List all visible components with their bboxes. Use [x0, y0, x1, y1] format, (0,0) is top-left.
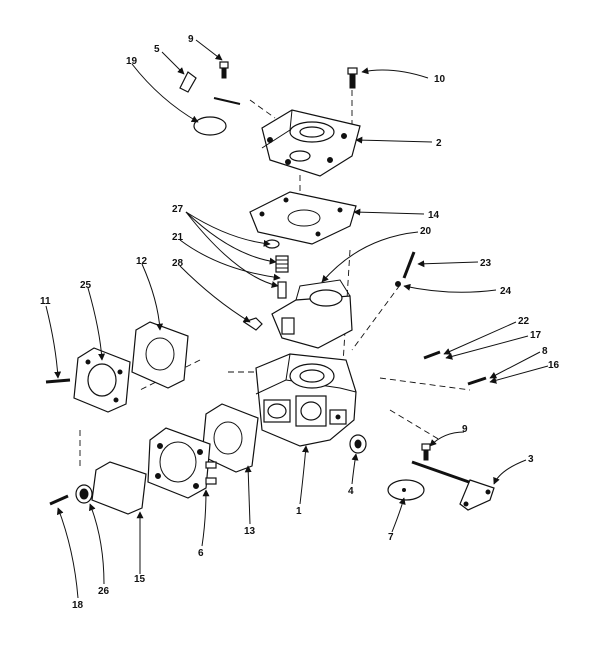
callout-24: 24 [500, 286, 512, 297]
callout-7: 7 [388, 532, 394, 543]
callout-20: 20 [420, 226, 432, 237]
callout-27: 27 [172, 204, 184, 215]
callout-13: 13 [244, 526, 256, 537]
callout-15: 15 [134, 574, 146, 585]
part-6-plate [147, 427, 217, 499]
part-18-screw [49, 494, 69, 506]
callout-18: 18 [72, 600, 84, 611]
part-24-screw [395, 281, 401, 287]
callout-3: 3 [528, 454, 534, 465]
callout-16: 16 [548, 360, 560, 371]
part-19-choke-plate [193, 97, 241, 136]
callout-2: 2 [436, 138, 442, 149]
part-23-pin [402, 251, 416, 279]
callout-21: 21 [172, 232, 184, 243]
part-20-chamber [271, 279, 353, 349]
callout-9-upper: 9 [188, 34, 194, 45]
callout-5: 5 [154, 44, 160, 55]
callout-8: 8 [542, 346, 548, 357]
part-21-spring [275, 255, 289, 273]
part-28-needle [242, 281, 287, 331]
part-8-16-screw [467, 376, 487, 386]
part-11-screw [45, 378, 71, 384]
part-14-gasket [249, 191, 357, 245]
part-2-pump-cover [261, 109, 361, 177]
callout-25: 25 [80, 280, 92, 291]
part-12-gasket [131, 321, 189, 389]
part-26-filter [75, 484, 93, 504]
callout-11: 11 [40, 296, 51, 307]
callout-26: 26 [98, 586, 110, 597]
part-13-gasket [201, 403, 259, 473]
part-9-screw-lower [421, 443, 431, 461]
leader-lines [45, 39, 549, 599]
part-10-screw [347, 67, 358, 89]
part-3-throttle-shaft [411, 460, 495, 511]
callout-1: 1 [296, 506, 302, 517]
callout-10: 10 [434, 74, 446, 85]
callout-6: 6 [198, 548, 204, 559]
callout-12: 12 [136, 256, 148, 267]
callout-labels: 10 2 14 20 23 24 22 17 8 16 3 9 7 4 1 13… [40, 34, 560, 611]
part-22-17-screw [423, 350, 441, 360]
callout-19: 19 [126, 56, 138, 67]
callout-17: 17 [530, 330, 542, 341]
part-25-cover [73, 347, 131, 413]
callout-14: 14 [428, 210, 440, 221]
part-1-carburetor-body [255, 353, 357, 447]
callout-9-lower: 9 [462, 424, 468, 435]
part-15-gasket [91, 461, 147, 515]
callout-23: 23 [480, 258, 492, 269]
part-7-throttle-plate [387, 479, 425, 501]
part-5-clip [179, 71, 197, 93]
callout-28: 28 [172, 258, 184, 269]
part-9-screw-upper [219, 61, 229, 79]
callout-22: 22 [518, 316, 530, 327]
callout-4: 4 [348, 486, 354, 497]
part-4-plug [349, 434, 367, 454]
